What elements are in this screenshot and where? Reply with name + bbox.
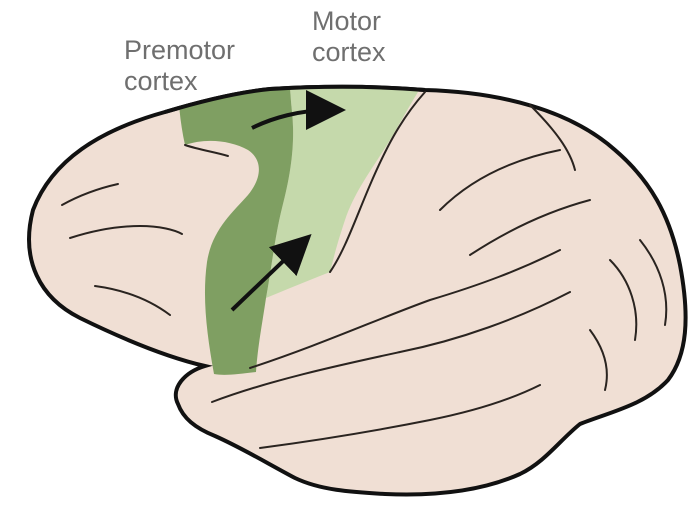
motor-label-line1: Motor <box>312 6 386 37</box>
motor-cortex-label: Motor cortex <box>312 6 386 68</box>
motor-label-line2: cortex <box>312 37 386 68</box>
premotor-label-line2: cortex <box>124 66 235 97</box>
premotor-cortex-label: Premotor cortex <box>124 35 235 97</box>
premotor-label-line1: Premotor <box>124 35 235 66</box>
